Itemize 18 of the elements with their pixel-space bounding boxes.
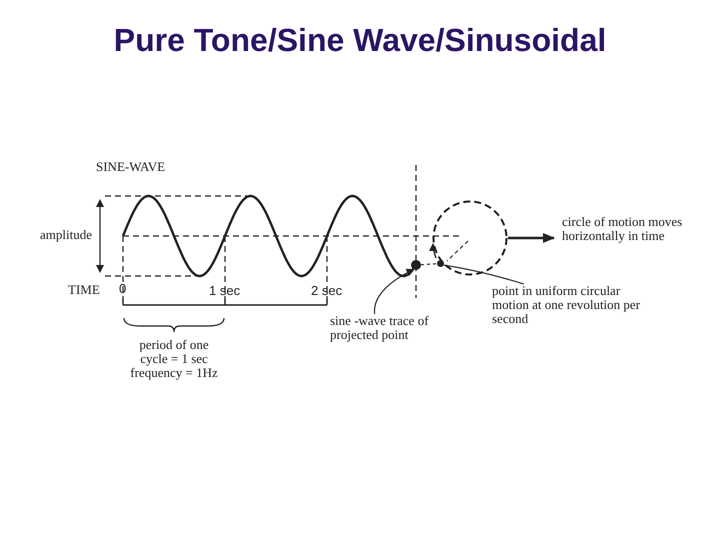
axis-label: TIME xyxy=(68,283,100,297)
point-dot xyxy=(437,260,444,267)
callout-text: circle of motion moves horizontally in time xyxy=(562,215,684,243)
callout-text: sine -wave trace of projected point xyxy=(330,314,448,342)
tick-label: 2 sec xyxy=(311,284,342,298)
slide-title: Pure Tone/Sine Wave/Sinusoidal xyxy=(112,22,608,59)
arrow xyxy=(508,233,555,243)
axis-label: amplitude xyxy=(40,228,92,242)
circle-of-motion xyxy=(432,200,508,276)
leader-line xyxy=(374,268,414,314)
projection-line xyxy=(420,263,438,266)
leader-line xyxy=(444,264,524,285)
tick-label: 0 xyxy=(119,282,126,296)
period-note: period of one cycle = 1 sec frequency = 1Hz xyxy=(129,338,219,380)
point-dot xyxy=(411,260,421,270)
diagram-heading: SINE-WAVE xyxy=(96,160,166,174)
tick-label: 1 sec xyxy=(209,284,240,298)
callout-text: point in uniform circular motion at one revolution per second xyxy=(492,284,660,326)
